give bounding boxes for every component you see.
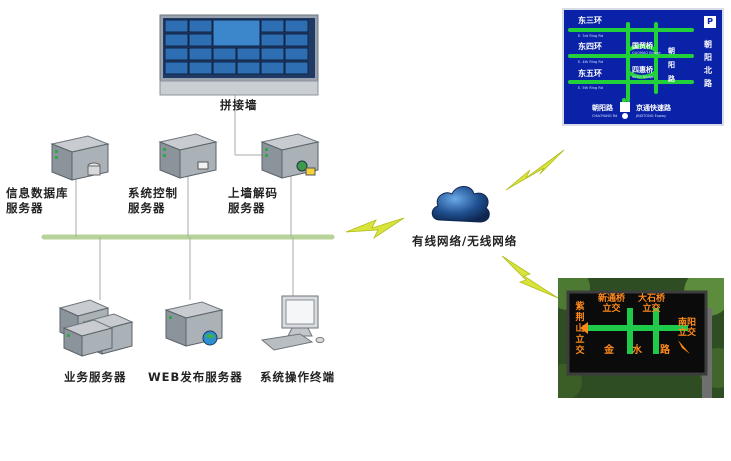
sign-sublabel-e5: E. 5th Ring Rd [578,86,603,90]
sign-bottom-left: 朝阳路 [592,104,613,112]
video-wall-label: 拼接墙 [220,98,258,112]
db-server-icon [50,135,110,181]
led-road-sign-photo: 紫荆山立交 新通桥 立交 大石桥 立交 南阳 立交 金水路 [558,278,724,398]
sign-right-vertical: 朝阳北路 [704,40,712,88]
web-server-label: WEB发布服务器 [148,370,243,384]
lightning-upper-icon [505,149,565,191]
led-label-top-left: 新通桥 立交 [598,294,626,314]
led-label-right: 南阳 立交 [678,318,697,338]
web-server-icon [164,301,224,348]
sign-middle-vertical: 朝阳路 [668,47,675,83]
lightning-lower-icon [501,255,559,299]
operator-terminal-label: 系统操作终端 [260,370,335,384]
led-label-top-right: 大石桥 立交 [638,294,666,314]
sign-sublabel-e3: E. 3rd Ring Rd [578,34,603,38]
sign-sublabel-e4: E. 4th Ring Rd [578,60,603,64]
business-server-icon [58,298,134,358]
sign-label-e3: 东三环 [578,16,602,25]
control-server-label: 系统控制 服务器 [128,186,178,215]
blue-road-sign: P 东三环 E. 3rd Ring Rd 东四环 E. 4th Ring Rd … [562,8,724,126]
network-cloud-icon [430,182,492,228]
network-label: 有线网络/无线网络 [412,234,518,248]
business-server-label: 业务服务器 [64,370,127,384]
sign-bridge-guomao: 国贸桥 [632,42,653,50]
video-wall [159,14,319,96]
operator-terminal-icon [260,294,326,352]
sign-bottom-right-sub: JINGTONG Expwy [636,114,667,118]
sign-bridge-sihui-sub: SIHUI Bridge [632,75,655,79]
sign-label-e5: 东五环 [578,69,602,78]
sign-label-e4: 东四环 [578,42,602,51]
led-label-left: 紫荆山立交 [575,302,585,356]
decode-server-icon [260,133,320,179]
sign-bottom-left-sub: CHAOYANG Rd [592,114,618,118]
led-label-road: 金水路 [604,345,688,356]
parking-icon: P [704,16,716,28]
db-server-label: 信息数据库 服务器 [6,186,69,215]
decode-server-label: 上墙解码 服务器 [228,186,278,215]
sign-bottom-right: 京通快速路 [636,104,671,112]
sign-bridge-guomao-sub: GUOMAO Bridge [632,51,661,55]
lightning-left-icon [345,217,405,240]
control-server-icon [158,133,218,179]
sign-bridge-sihui: 四惠桥 [632,66,653,74]
